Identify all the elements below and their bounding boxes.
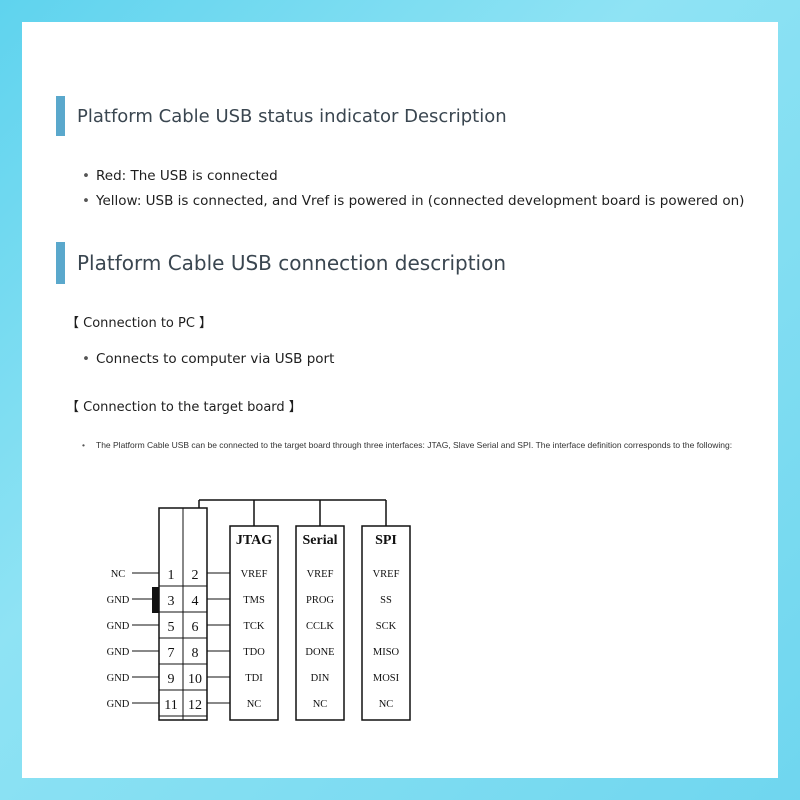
- status-list: Red: The USB is connected Yellow: USB is…: [80, 168, 744, 218]
- pin-number-even: 10: [188, 672, 202, 687]
- left-pin-label: GND: [107, 699, 130, 710]
- column-title: SPI: [375, 533, 397, 548]
- left-pin-label: GND: [107, 673, 130, 684]
- board-list: The Platform Cable USB can be connected …: [80, 440, 732, 450]
- left-pin-label: GND: [107, 595, 130, 606]
- signal-label: TDI: [245, 673, 263, 684]
- signal-label: PROG: [306, 595, 334, 606]
- signal-label: TMS: [243, 595, 265, 606]
- signal-label: VREF: [307, 569, 334, 580]
- signal-label: CCLK: [306, 621, 334, 632]
- signal-label: DIN: [311, 673, 330, 684]
- pin-number-odd: 7: [168, 646, 175, 661]
- pin-number-odd: 3: [168, 594, 175, 609]
- pin-number-even: 6: [192, 620, 199, 635]
- signal-label: VREF: [373, 569, 400, 580]
- section-title-status: Platform Cable USB status indicator Desc…: [77, 105, 507, 127]
- section-title-connection: Platform Cable USB connection descriptio…: [77, 251, 507, 275]
- pinout-diagram: JTAGVREFTMSTCKTDOTDINCHALTSerialVREFPROG…: [107, 499, 411, 721]
- connector-key: [152, 587, 159, 613]
- signal-label: NC: [313, 699, 328, 710]
- left-pin-label: GND: [107, 621, 130, 632]
- signal-label: SCK: [376, 621, 397, 632]
- pc-heading: 【 Connection to PC 】: [66, 316, 213, 331]
- pin-number-even: 12: [188, 698, 202, 713]
- pin-number-odd: 9: [168, 672, 175, 687]
- section-header-connection: Platform Cable USB connection descriptio…: [56, 242, 506, 284]
- signal-label: SS: [380, 595, 392, 606]
- left-pin-label: NC: [111, 569, 126, 580]
- signal-label: MOSI: [373, 673, 400, 684]
- pin-number-even: 8: [192, 646, 199, 661]
- column-title: Serial: [303, 533, 338, 548]
- section-accent-bar: [56, 242, 65, 284]
- board-heading: 【 Connection to the target board 】: [66, 400, 302, 415]
- list-item: The Platform Cable USB can be connected …: [80, 440, 732, 450]
- pin-number-even: 2: [192, 568, 199, 583]
- section-header-status: Platform Cable USB status indicator Desc…: [56, 96, 507, 136]
- signal-label: NC: [247, 699, 262, 710]
- left-pin-label: GND: [107, 647, 130, 658]
- section-accent-bar: [56, 96, 65, 136]
- signal-label: MISO: [373, 647, 400, 658]
- list-item: Red: The USB is connected: [80, 168, 744, 184]
- pin-number-odd: 5: [168, 620, 175, 635]
- pc-list: Connects to computer via USB port: [80, 351, 334, 367]
- signal-label: NC: [379, 699, 394, 710]
- pin-number-odd: 1: [168, 568, 175, 583]
- pin-number-even: 4: [192, 594, 199, 609]
- signal-label: TCK: [244, 621, 265, 632]
- signal-label: VREF: [241, 569, 268, 580]
- column-title: JTAG: [236, 533, 272, 548]
- content-panel: Platform Cable USB status indicator Desc…: [22, 22, 778, 778]
- list-item: Yellow: USB is connected, and Vref is po…: [80, 193, 744, 209]
- list-item: Connects to computer via USB port: [80, 351, 334, 367]
- pin-number-odd: 11: [164, 698, 177, 713]
- signal-label: TDO: [243, 647, 265, 658]
- signal-label: DONE: [305, 647, 334, 658]
